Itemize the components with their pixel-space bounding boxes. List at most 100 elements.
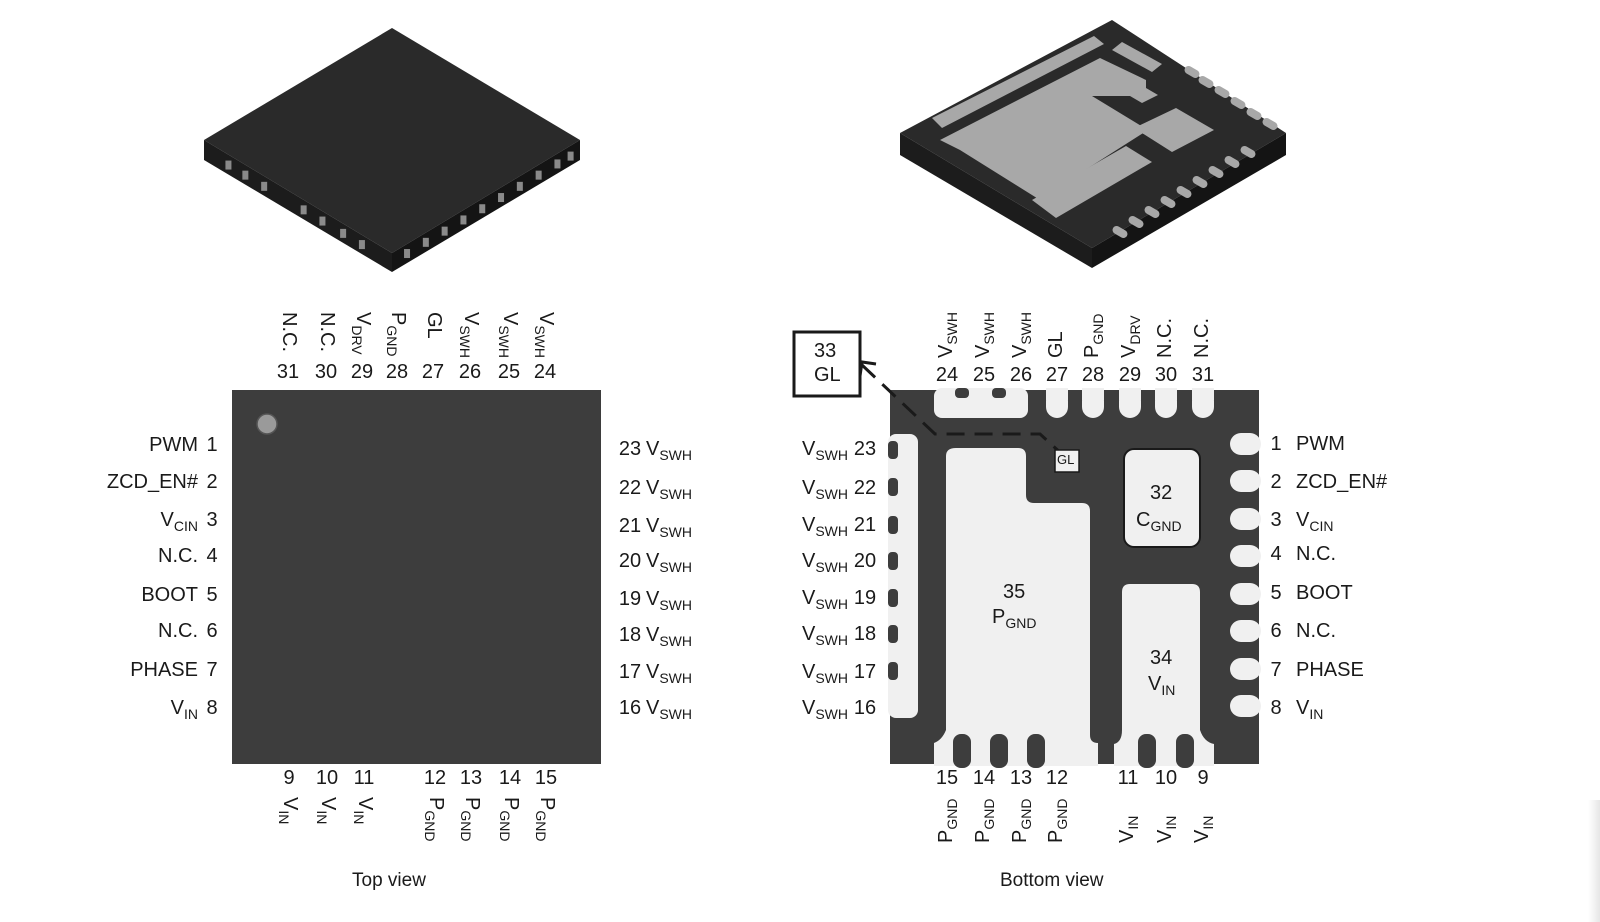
- pad-notch: [888, 516, 898, 534]
- pin-name-subscript: SWH: [815, 447, 848, 463]
- pad32-number: 32: [1150, 482, 1173, 504]
- lead: [242, 170, 249, 180]
- pin-number: 23: [618, 438, 642, 460]
- lead: [479, 204, 486, 214]
- pin-label-29: VDRV: [1118, 315, 1143, 358]
- pin-name: GL: [1045, 331, 1067, 358]
- pin-label-12: PGND: [1045, 798, 1070, 843]
- page-edge-shadow: [1588, 800, 1600, 922]
- pin-name-subscript: IN: [1125, 815, 1141, 830]
- pin-label-8: VIN: [1296, 697, 1324, 722]
- pin-name: V: [535, 312, 557, 326]
- pin-number: 18: [618, 624, 642, 646]
- pin-label-31: N.C.: [1191, 318, 1213, 358]
- pin-name-subscript: IN: [1163, 815, 1179, 830]
- pin-label-30: N.C.: [316, 312, 338, 352]
- pin-name: P: [935, 829, 957, 843]
- pin-name-subscript: SWH: [457, 325, 473, 359]
- lead-pad-3d: [1144, 206, 1160, 218]
- pin-number: 11: [353, 767, 375, 789]
- pin-name: V: [801, 587, 816, 609]
- pin-number: 29: [1118, 364, 1142, 386]
- pin-name: V: [352, 312, 374, 326]
- lead: [225, 160, 232, 170]
- pin-name: N.C.: [278, 312, 300, 352]
- pin-name: N.C.: [158, 620, 198, 642]
- pin-number: 30: [314, 361, 338, 383]
- vswh-top-3d: [1112, 42, 1162, 72]
- pin-label-27: GL: [423, 312, 445, 339]
- pin-name: GL: [423, 312, 445, 339]
- pin-name-subscript: SWH: [659, 706, 693, 722]
- package-top-face: [204, 28, 580, 253]
- pin-label-6: N.C.: [158, 620, 198, 642]
- lead-pad: [1230, 508, 1261, 530]
- lead-pad: [1046, 388, 1068, 400]
- pin-number: 8: [1270, 697, 1282, 719]
- pin-number: 20: [618, 550, 642, 572]
- pin-label-27: GL: [1045, 331, 1067, 358]
- pin-name-subscript: SWH: [659, 524, 693, 540]
- pin-label-30: N.C.: [1154, 318, 1176, 358]
- pin-label-8: VIN: [170, 697, 198, 722]
- pin-number: 20: [853, 550, 877, 572]
- pin-name-subscript: SWH: [815, 632, 848, 648]
- pin-label-29: VDRV: [349, 312, 374, 355]
- pad-notch: [888, 589, 898, 607]
- pin-number: 22: [853, 477, 877, 499]
- lead: [261, 181, 268, 191]
- pin-label-2: ZCD_EN#: [107, 471, 198, 493]
- pin-number: 22: [618, 477, 642, 499]
- pin-name: V: [1009, 344, 1031, 358]
- pad33-gl-pad: [1054, 449, 1080, 473]
- pin-name-subscript: IN: [1309, 706, 1324, 722]
- pin-name-subscript: SWH: [659, 486, 693, 502]
- pin-name-subscript: IN: [184, 706, 198, 722]
- pin-number: 11: [1117, 767, 1139, 789]
- pin-name: P: [972, 829, 994, 843]
- pin-label-22: VSWH: [646, 477, 693, 502]
- pin-name-subscript: SWH: [1018, 311, 1034, 345]
- pin-number: 4: [1270, 543, 1282, 565]
- pin-number: 6: [1270, 620, 1282, 642]
- pin-name: ZCD_EN#: [1296, 471, 1388, 493]
- lead-pad-3d: [1184, 66, 1200, 78]
- pin-name: V: [279, 797, 301, 811]
- pin-name-subscript: SWH: [496, 325, 512, 359]
- lead-pad-3d: [1160, 196, 1176, 208]
- pin-number: 7: [206, 659, 218, 681]
- pin-label-16: VSWH: [646, 697, 693, 722]
- pin-name: V: [170, 697, 184, 719]
- package-3d-top-view: [204, 28, 580, 272]
- pin-number: 16: [618, 697, 642, 719]
- vswh-left-pad: [888, 434, 918, 718]
- pad-notch: [1176, 734, 1194, 768]
- pin-number: 23: [853, 438, 877, 460]
- pad33-small-label: GL: [1057, 452, 1075, 467]
- pin-label-20: VSWH: [646, 550, 692, 574]
- pin-name: P: [461, 797, 483, 811]
- pin-number: 1: [206, 434, 218, 456]
- pin-name-subscript: SWH: [944, 311, 960, 345]
- pad-notch: [888, 625, 898, 643]
- pad-notch: [955, 388, 969, 398]
- pin-number: 15: [534, 767, 558, 789]
- pin-name-subscript: GND: [1054, 798, 1070, 830]
- pin-name: V: [801, 438, 816, 460]
- pad35-name: PGND: [992, 606, 1036, 630]
- pin-name: PWM: [1296, 433, 1345, 455]
- package-right-side: [392, 140, 580, 272]
- lead-pad-3d: [1214, 86, 1230, 98]
- lead: [567, 151, 574, 161]
- pad35-pgnd-3d: [940, 58, 1148, 200]
- pin-name: P: [425, 797, 447, 811]
- lead-pad: [1192, 388, 1214, 400]
- pad35-pgnd: [934, 448, 1098, 766]
- pad32-name: CGND: [1136, 509, 1182, 533]
- pin-name: V: [646, 624, 660, 646]
- pin-number: 1: [1270, 433, 1282, 455]
- pin-label-13: PGND: [1009, 799, 1034, 843]
- pin-name: P: [1009, 829, 1031, 843]
- vswh-top-pad: [934, 388, 1028, 418]
